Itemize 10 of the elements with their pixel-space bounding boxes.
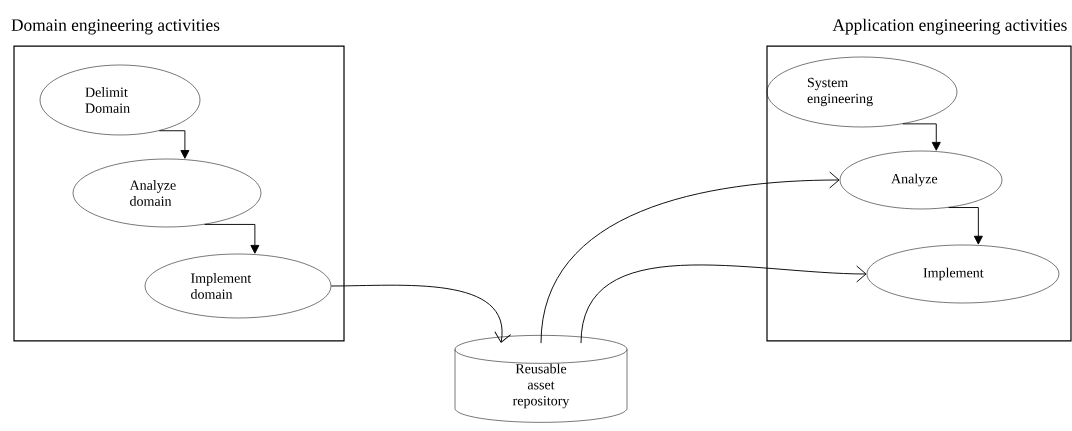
repository-cylinder: Reusable asset repository: [454, 335, 628, 423]
arrow: [204, 223, 260, 254]
node-label: Application engineering activities: [832, 18, 1067, 35]
arrow: [330, 284, 512, 343]
arrow: [948, 207, 983, 245]
arrow: [158, 130, 190, 159]
node-label: Domain engineering activities: [11, 19, 220, 35]
arrow: [580, 264, 867, 344]
arrow: [540, 171, 840, 344]
arrow: [902, 123, 941, 151]
